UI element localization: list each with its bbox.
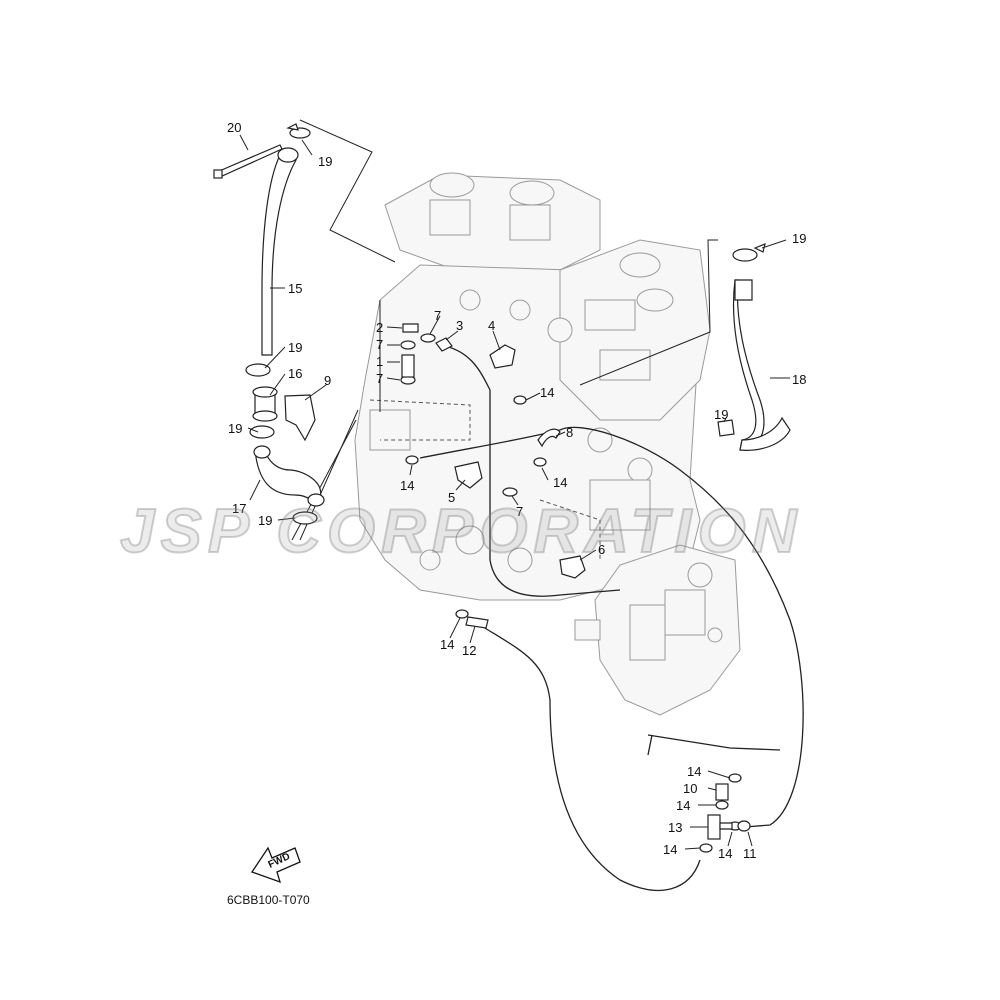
callout-14: 14	[676, 798, 690, 813]
callout-14: 14	[663, 842, 677, 857]
callout-labels: 20 19 15 19 16 9 19 17 19 2 7 3 4 7 1 7 …	[227, 120, 806, 861]
callout-19: 19	[258, 513, 272, 528]
callout-5: 5	[448, 490, 455, 505]
diagram-code: 6CBB100-T070	[227, 893, 310, 907]
callout-20: 20	[227, 120, 241, 135]
fuel-module-outline	[574, 544, 741, 716]
callout-7: 7	[376, 337, 383, 352]
callout-7: 7	[516, 504, 523, 519]
callout-19: 19	[318, 154, 332, 169]
small-parts	[213, 123, 766, 853]
callout-8: 8	[566, 425, 573, 440]
callout-14: 14	[440, 637, 454, 652]
callout-12: 12	[462, 643, 476, 658]
callout-15: 15	[288, 281, 302, 296]
callout-14: 14	[540, 385, 554, 400]
fwd-arrow-icon: FWD	[250, 846, 301, 884]
callout-4: 4	[488, 318, 495, 333]
callout-14: 14	[718, 846, 732, 861]
callout-14: 14	[553, 475, 567, 490]
hoses	[253, 147, 804, 892]
callout-14: 14	[687, 764, 701, 779]
callout-6: 6	[598, 542, 605, 557]
callout-1: 1	[376, 354, 383, 369]
callout-19: 19	[792, 231, 806, 246]
callout-10: 10	[683, 781, 697, 796]
callout-18: 18	[792, 372, 806, 387]
callout-19: 19	[228, 421, 242, 436]
callout-11: 11	[743, 846, 757, 861]
callout-7: 7	[376, 371, 383, 386]
callout-13: 13	[668, 820, 682, 835]
watermark: JSP CORPORATION	[119, 496, 803, 567]
callout-2: 2	[376, 320, 383, 335]
callout-19: 19	[714, 407, 728, 422]
callout-7: 7	[434, 308, 441, 323]
callout-19: 19	[288, 340, 302, 355]
callout-14: 14	[400, 478, 414, 493]
callout-9: 9	[324, 373, 331, 388]
callout-16: 16	[288, 366, 302, 381]
callout-17: 17	[232, 501, 246, 516]
callout-3: 3	[456, 318, 463, 333]
leader-lines	[239, 134, 790, 850]
